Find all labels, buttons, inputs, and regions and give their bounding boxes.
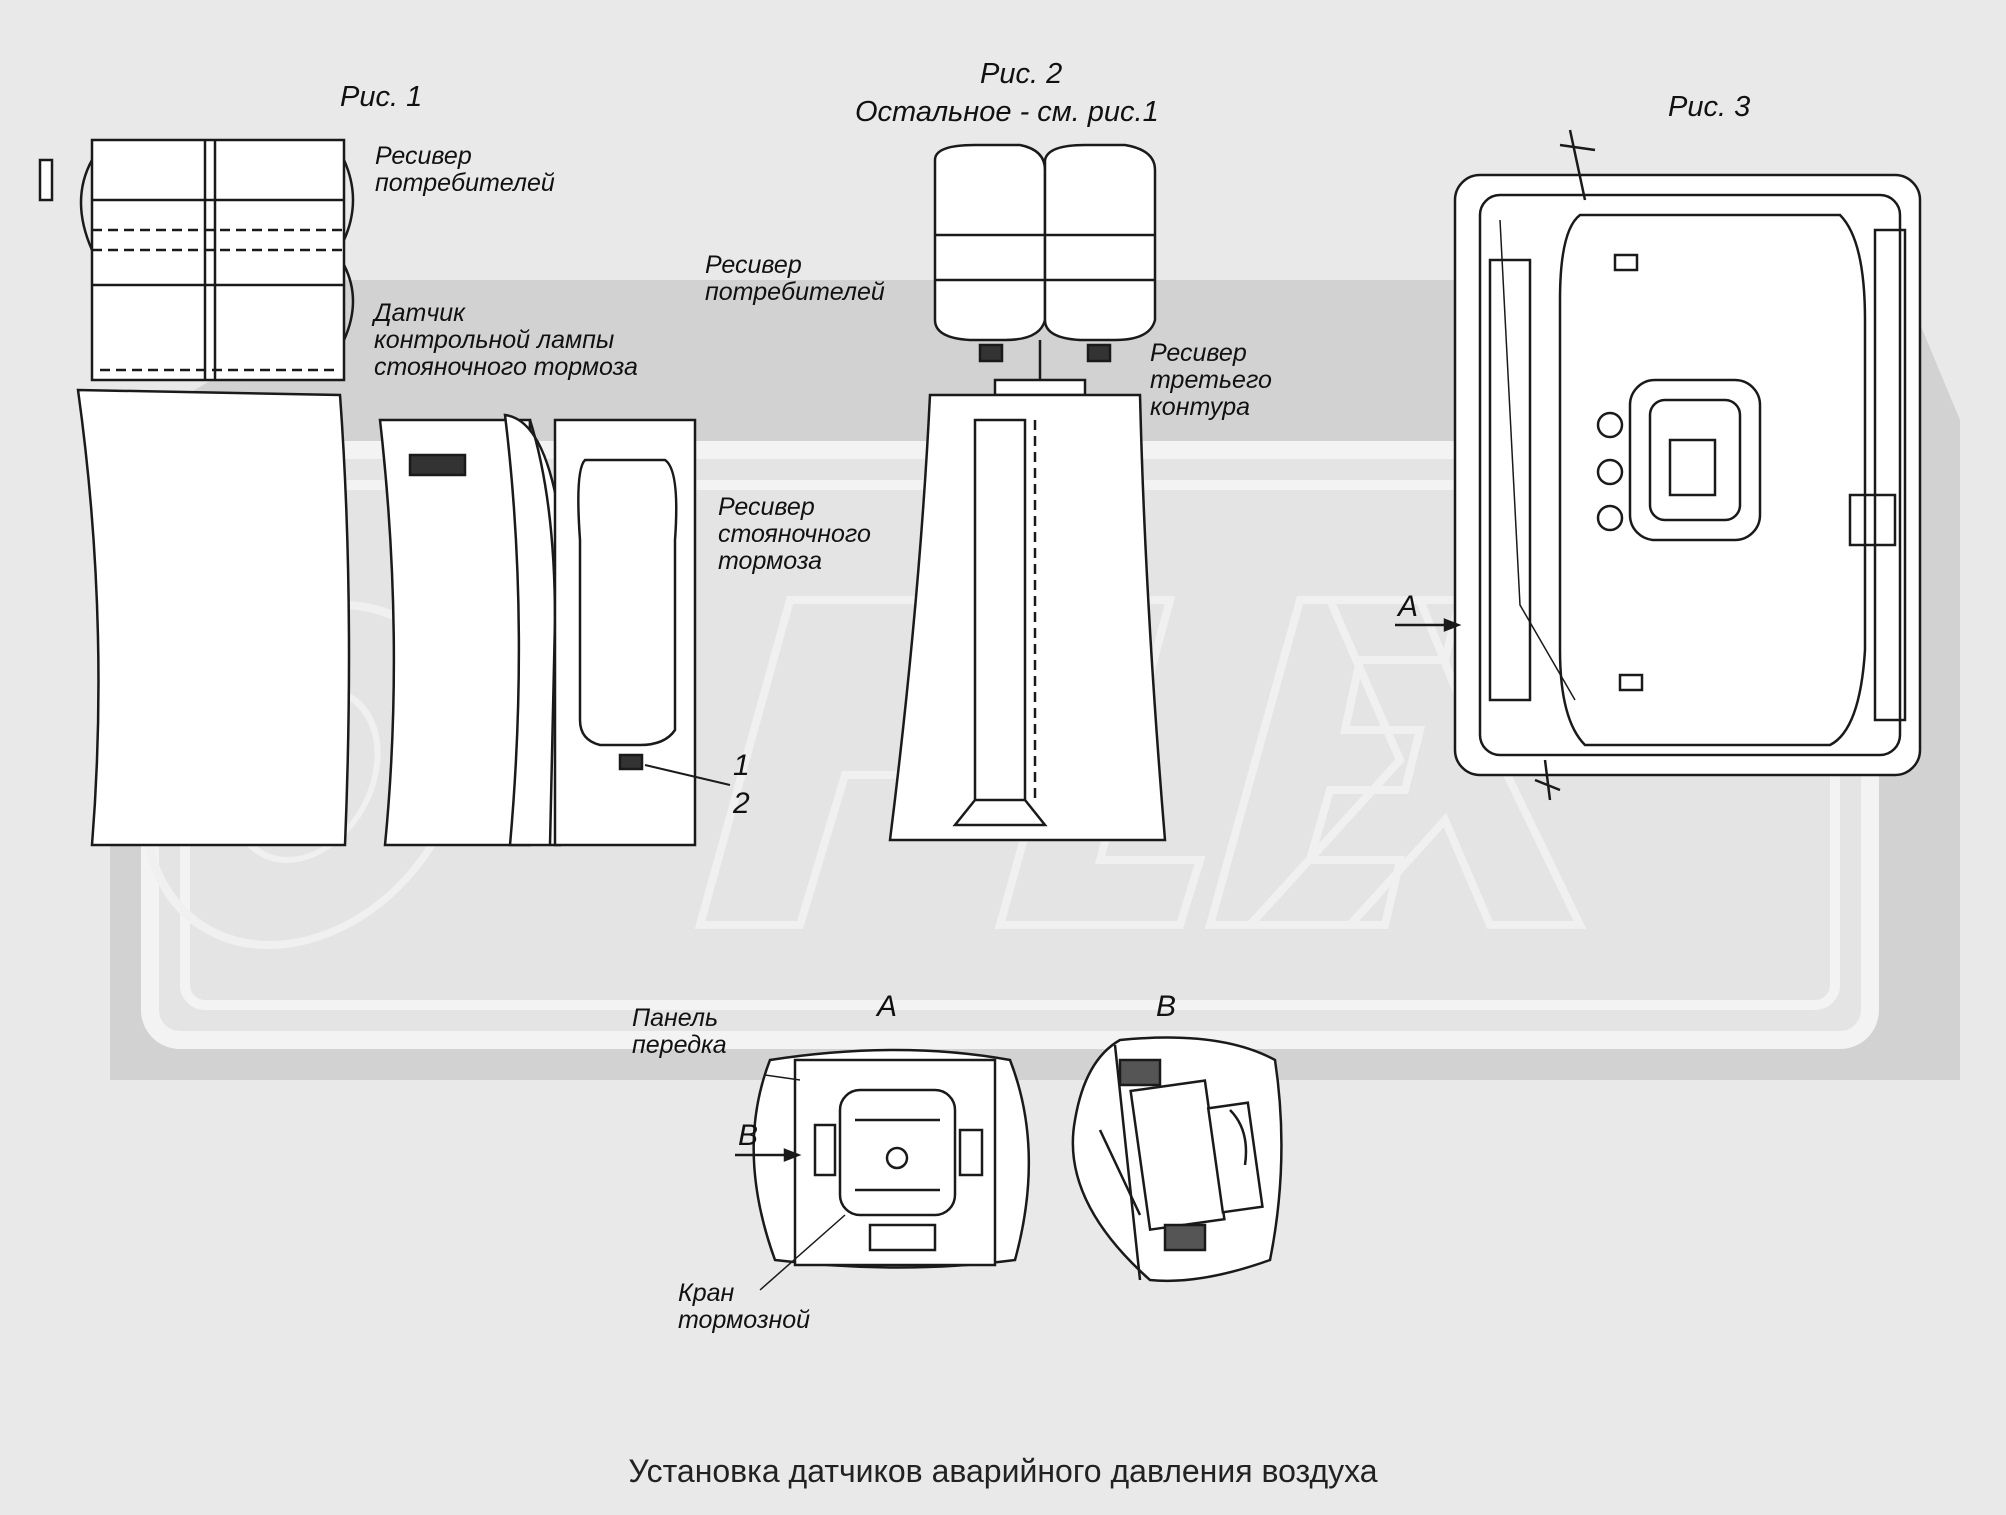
fig2-receiver-right	[1043, 143, 1157, 342]
fig1-receiver-frame	[90, 138, 346, 382]
label-line: Ресивер	[375, 142, 472, 170]
fig2-note: Остальное - см. рис.1	[855, 96, 1159, 128]
fig3-caption: Рис. 3	[1668, 91, 1751, 123]
label-third-circuit-receiver: Ресивер третьего контура	[1150, 340, 1272, 421]
label-line: Ресивер	[1150, 339, 1247, 367]
arrow-B	[735, 1148, 802, 1162]
label-consumer-receiver-1: Ресивер потребителей	[375, 143, 555, 197]
label-consumer-receiver-2: Ресивер потребителей	[705, 252, 885, 306]
label-line: Датчик	[374, 299, 465, 327]
label-line: контура	[1150, 393, 1251, 421]
view-A-label: A	[877, 990, 898, 1023]
diagram-title: Установка датчиков аварийного давления в…	[628, 1453, 1378, 1489]
fig1-cab-side	[76, 388, 351, 847]
fig2-receiver-left	[933, 143, 1047, 342]
fig3-drawing	[1453, 129, 1922, 801]
label-line: стояночного	[718, 520, 871, 548]
callout-2: 2	[733, 787, 750, 820]
fig1-drawing	[38, 138, 731, 847]
label-line: третьего	[1150, 366, 1272, 394]
arrow-A-label: A	[1398, 590, 1419, 623]
label-front-panel: Панель передка	[632, 1005, 727, 1059]
fig2-cab-rear	[888, 393, 1167, 842]
label-line: Панель	[632, 1004, 719, 1032]
fig1-parking-receiver	[577, 458, 678, 747]
label-line: тормозной	[678, 1306, 811, 1334]
view-B-drawing	[1071, 1036, 1283, 1283]
label-line: контрольной лампы	[374, 326, 615, 354]
fig2-drawing	[888, 143, 1167, 842]
label-line: Ресивер	[705, 251, 802, 279]
label-line: стояночного тормоза	[374, 353, 638, 381]
label-line: тормоза	[718, 547, 823, 575]
label-line: Ресивер	[718, 493, 815, 521]
arrow-B-label: B	[738, 1119, 759, 1152]
fig1-door-panel	[378, 418, 532, 847]
label-line: Кран	[678, 1279, 735, 1307]
fig1-caption: Рис. 1	[340, 81, 423, 113]
view-B-label: B	[1156, 990, 1177, 1023]
callout-1: 1	[733, 749, 750, 782]
fig2-tunnel	[973, 418, 1027, 822]
fig2-caption: Рис. 2	[980, 58, 1063, 90]
label-line: потребителей	[705, 278, 885, 306]
label-line: потребителей	[375, 169, 555, 197]
arrow-A	[1395, 618, 1462, 632]
label-brake-valve: Кран тормозной	[678, 1280, 810, 1334]
label-sensor: Датчик контрольной лампы стояночного тор…	[374, 300, 638, 381]
label-line: передка	[632, 1031, 727, 1059]
label-parking-receiver: Ресивер стояночного тормоза	[718, 494, 871, 575]
view-A-drawing	[752, 1048, 1031, 1291]
